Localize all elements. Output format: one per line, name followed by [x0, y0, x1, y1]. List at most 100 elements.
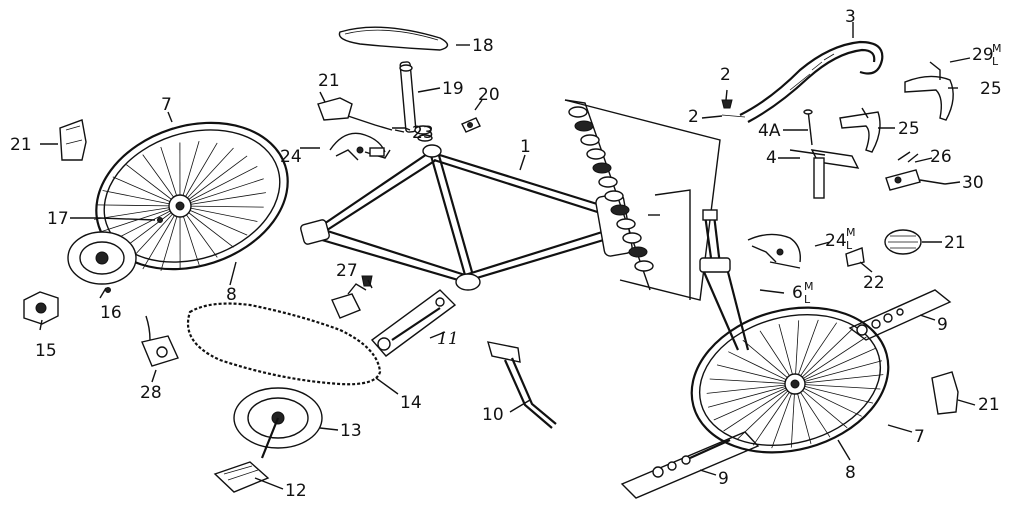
spoke	[794, 319, 819, 385]
label-25-lower: 25	[898, 119, 920, 139]
spoke	[728, 351, 796, 385]
label-17: 17	[47, 209, 69, 229]
brake-lever-lower	[839, 107, 881, 153]
headset-ring	[586, 148, 606, 160]
spoke	[716, 364, 796, 385]
leader-lines	[39, 22, 976, 490]
label-7-rear: 7	[161, 95, 172, 115]
spoke	[179, 192, 266, 207]
label-28: 28	[140, 383, 162, 403]
label-9-lower: 9	[718, 469, 729, 489]
handlebar-stem	[789, 109, 860, 199]
label-26: 26	[930, 147, 952, 167]
label-2-stem: 2	[688, 107, 699, 127]
seat-bolt	[414, 125, 433, 142]
spoke	[794, 374, 884, 385]
label-3: 3	[845, 7, 856, 27]
chain	[186, 302, 382, 386]
label-29-sup-l: L	[992, 55, 999, 68]
front-axle-kit	[848, 289, 952, 341]
part-callout-labels: 1 2 2 3 4 4A 6 M L 7 7 8 8 9 9 10 11 12 …	[10, 7, 1002, 501]
headset-ring	[622, 232, 642, 244]
reflector-bracket	[347, 115, 411, 131]
shifter-cable	[919, 179, 946, 185]
spoke	[179, 142, 218, 207]
headset-ring	[628, 246, 648, 258]
label-23: 23	[412, 123, 434, 143]
spoke	[794, 336, 867, 385]
chainring-crank	[233, 387, 323, 459]
label-18: 18	[472, 36, 494, 56]
label-29-sup-m: M	[992, 42, 1002, 55]
seat-post	[399, 61, 417, 133]
label-29: 29	[972, 45, 994, 65]
headset-ring	[610, 204, 630, 216]
spoke	[771, 383, 796, 449]
spoke	[794, 322, 838, 385]
spoke	[723, 383, 796, 432]
label-6: 6	[792, 283, 803, 303]
label-19: 19	[442, 79, 464, 99]
label-21-right-low: 21	[978, 395, 1000, 415]
label-15: 15	[35, 341, 57, 361]
headset-ring	[634, 260, 654, 272]
headset-ring	[604, 190, 624, 202]
spoke	[752, 383, 796, 446]
front-derailleur	[331, 283, 367, 319]
spoke	[179, 205, 248, 236]
handlebar	[721, 40, 884, 123]
label-9-upper: 9	[937, 315, 948, 335]
spoke	[794, 383, 881, 390]
spoke	[709, 378, 796, 385]
spoke	[179, 178, 264, 207]
headset-ring	[598, 176, 618, 188]
spoke	[713, 383, 796, 421]
label-10: 10	[482, 405, 504, 425]
front-brake-caliper	[747, 233, 801, 269]
headset-ring	[574, 120, 594, 132]
label-24-sup-l: L	[846, 239, 853, 252]
spoke	[112, 176, 181, 207]
label-30: 30	[962, 173, 984, 193]
label-1: 1	[520, 137, 531, 157]
pedal-reflector-right	[931, 371, 959, 415]
label-21-right-mid: 21	[944, 233, 966, 253]
label-25-upper: 25	[980, 79, 1002, 99]
label-2-stem-bolt: 2	[720, 65, 731, 85]
label-7-front: 7	[914, 427, 925, 447]
bottom-bracket-kit	[370, 289, 457, 357]
side-reflector	[884, 229, 922, 255]
label-6-sup-m: M	[804, 280, 814, 293]
label-11: 11	[437, 329, 459, 349]
small-hardware	[105, 217, 373, 293]
label-16: 16	[100, 303, 122, 323]
axle-nut	[23, 291, 59, 325]
stem-bolt	[721, 99, 733, 109]
kickstand	[487, 341, 557, 429]
label-21-top: 21	[318, 71, 340, 91]
spoke	[794, 328, 854, 385]
spoke	[794, 360, 883, 385]
shifter	[885, 151, 921, 191]
rear-wheel	[94, 121, 289, 272]
spoke	[794, 383, 848, 429]
label-20: 20	[478, 85, 500, 105]
pedal-reflector-left	[59, 119, 87, 161]
label-27: 27	[336, 261, 358, 281]
front-fork	[699, 209, 750, 351]
spoke	[794, 347, 877, 385]
label-14: 14	[400, 393, 422, 413]
freewheel	[67, 231, 137, 285]
label-8-rear: 8	[226, 285, 237, 305]
seat-clamp	[461, 117, 481, 133]
brake-lever-upper	[904, 61, 954, 121]
spoke	[742, 339, 796, 385]
label-13: 13	[340, 421, 362, 441]
spoke	[706, 383, 796, 394]
spoke	[96, 204, 181, 207]
label-24-rear: 24	[280, 147, 302, 167]
headset-ring	[592, 162, 612, 174]
pedal	[213, 461, 270, 493]
spoke	[179, 147, 234, 207]
rear-brake-caliper	[329, 132, 391, 161]
